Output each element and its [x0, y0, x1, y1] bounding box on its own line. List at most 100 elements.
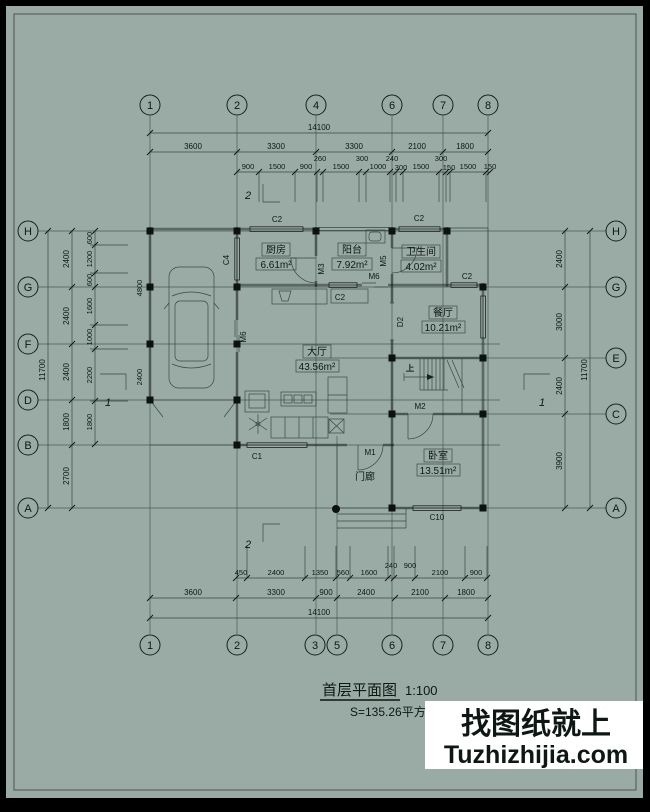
grid-bottom-8: 8: [485, 640, 491, 652]
porch-column-dot: [332, 505, 340, 513]
watermark-box: [425, 701, 646, 769]
drawing-title: 首层平面图: [322, 682, 397, 699]
grid-top-6: 6: [389, 100, 395, 112]
dim-bottom-minor-5: 240: [385, 561, 398, 570]
dim-right-major-2: 2400: [555, 377, 564, 395]
balcony-sink: [365, 229, 386, 244]
label-d2: D2: [396, 316, 405, 327]
drawing-area: S=135.26平方米: [350, 704, 438, 719]
dim-top-major-2: 3300: [345, 142, 363, 151]
porch-steps: [337, 508, 407, 529]
grid-top-4: 4: [313, 100, 319, 112]
window-c4-garage: [234, 237, 240, 281]
dim-bottom-major-2: 900: [319, 588, 333, 597]
dim-left-minor-3: 1600: [85, 298, 94, 315]
dim-right-major-0: 2400: [555, 250, 564, 268]
dim-bottom-major-4: 2100: [411, 588, 429, 597]
dim-left-major-1: 2400: [62, 307, 71, 325]
dim-left-minor-2: 600: [85, 274, 94, 287]
floor-lamp: [328, 418, 345, 434]
dim-bottom-minor-3: 560: [337, 568, 350, 577]
bathroom-area: 4.02m²: [405, 262, 437, 273]
label-c4: C4: [222, 254, 231, 265]
window-c2-dining-right: [480, 295, 486, 339]
window-c2-kitchen: [249, 226, 304, 232]
grid-left-d: D: [24, 395, 32, 407]
section-1-left-mark: [100, 373, 127, 390]
grid-left-h: H: [24, 226, 32, 238]
grid-bottom-3: 3: [312, 640, 318, 652]
grid-left-g: G: [24, 282, 33, 294]
tv-cabinet: [271, 288, 369, 305]
room-bathroom: 卫生间 4.02m²: [400, 244, 442, 273]
room-bedroom: 卧室 13.51m²: [416, 448, 461, 477]
section-1-right-mark: [523, 373, 550, 390]
hall-area: 43.56m²: [299, 362, 336, 373]
top-dimensions: 14100 3600 3300 3300 2100 1800 900 1500 …: [184, 123, 496, 172]
room-balcony: 阳台 7.92m²: [331, 242, 373, 271]
dim-bottom-minor-4: 1600: [361, 568, 378, 577]
terrace-outline: [449, 227, 489, 285]
dim-top-major-1: 3300: [267, 142, 285, 151]
grid-bottom-1: 1: [147, 640, 153, 652]
label-m5: M5: [379, 255, 388, 267]
grid-right-h: H: [612, 226, 620, 238]
dim-top-minor-5: 300: [356, 154, 369, 163]
dim-top-minor-4: 1500: [333, 162, 350, 171]
dim-garage-front: 2400: [135, 369, 144, 386]
dim-bottom-minor-0: 450: [235, 568, 248, 577]
dim-top-minor-10: 300: [435, 154, 448, 163]
watermark-slogan: 找图纸就上: [461, 708, 611, 741]
stairs: 上: [403, 359, 465, 391]
label-c1: C1: [252, 452, 263, 461]
dim-left-major-0: 2400: [62, 250, 71, 268]
hall-name: 大厅: [307, 345, 327, 358]
grid-left-f: F: [25, 339, 32, 351]
grid-bottom-7: 7: [440, 640, 446, 652]
room-kitchen: 厨房 6.61m²: [255, 242, 297, 271]
label-c2-dining: C2: [462, 272, 473, 281]
drawing-scale: 1:100: [405, 683, 438, 698]
bottom-dimensions: 450 2400 1350 560 1600 240 900 2100 900 …: [184, 561, 482, 617]
label-m6-garage: M6: [239, 331, 248, 343]
coffee-table: [280, 391, 317, 407]
window-c2-dining-top: [450, 282, 478, 288]
dim-top-minor-1: 1500: [269, 162, 286, 171]
right-dimensions: 2400 3000 2400 3900 11700: [555, 250, 589, 470]
dim-left-major-3: 1800: [62, 413, 71, 431]
kitchen-area: 6.61m²: [260, 260, 292, 271]
section-1-left: 1: [105, 397, 111, 409]
dim-left-major-2: 2400: [62, 363, 71, 381]
door-m3: [290, 257, 317, 284]
dim-top-major-3: 2100: [408, 142, 426, 151]
door-d2-opening: [390, 302, 394, 341]
room-labels: 厨房 6.61m² 阳台 7.92m² 卫生间 4.02m² 餐厅 10.21m…: [255, 242, 466, 483]
dim-top-minor-13: 150: [484, 162, 497, 171]
stair-break-line: [446, 359, 465, 389]
grid-top-1: 1: [147, 100, 153, 112]
stair-treads: [419, 359, 448, 391]
dim-top-major-4: 1800: [456, 142, 474, 151]
car: [163, 266, 220, 389]
dim-right-major-3: 3900: [555, 452, 564, 470]
label-m3: M3: [317, 263, 326, 275]
window-c2-hall-top: [328, 282, 358, 288]
dim-bottom-minor-1: 2400: [268, 568, 285, 577]
dim-top-minor-12: 1500: [460, 162, 477, 171]
grid-top-7: 7: [440, 100, 446, 112]
balcony-area: 7.92m²: [336, 260, 368, 271]
window-c1-hall: [246, 442, 308, 448]
dim-top-minor-6: 1000: [370, 162, 387, 171]
section-2-bottom-mark: [262, 523, 280, 542]
section-2-top-mark: [262, 184, 280, 203]
opening-labels: C2 C2 C2 C2 C4 C1 C10 M3 M5 M6 M6 D2 M2 …: [222, 214, 473, 522]
windows: [234, 226, 486, 511]
dim-bottom-minor-6: 900: [404, 561, 417, 570]
watermark: 找图纸就上 Tuzhizhijia.com: [425, 701, 646, 769]
kitchen-name: 厨房: [266, 243, 286, 256]
grid-top-2: 2: [234, 100, 240, 112]
light-outlines: [149, 227, 489, 529]
grid-right-g: G: [612, 282, 621, 294]
dim-bottom-major-5: 1800: [457, 588, 475, 597]
